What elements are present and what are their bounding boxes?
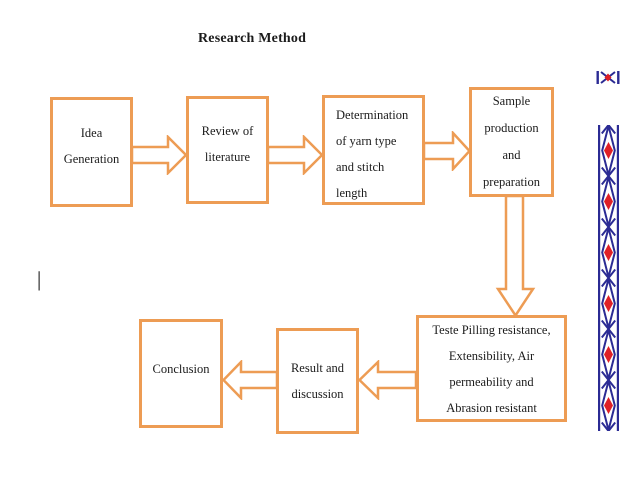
arrow-right-icon[interactable] (267, 135, 324, 175)
flow-box-review-of-literature[interactable]: Review of literature (186, 96, 269, 204)
page-border-art-right (598, 125, 619, 431)
flow-box-conclusion[interactable]: Conclusion (139, 319, 223, 428)
text-cursor: | (37, 267, 42, 291)
arrow-down-icon[interactable] (495, 195, 536, 317)
flow-box-sample-production[interactable]: Sample production and preparation (469, 87, 554, 197)
flow-box-result-discussion[interactable]: Result and discussion (276, 328, 359, 434)
flow-box-idea-generation[interactable]: Idea Generation (50, 97, 133, 207)
arrow-left-icon[interactable] (357, 360, 417, 400)
flow-box-determination-yarn-stitch[interactable]: Determination of yarn type and stitch le… (322, 95, 425, 205)
arrow-left-icon[interactable] (221, 360, 278, 400)
arrow-right-icon[interactable] (131, 135, 188, 175)
page-border-art-top-icon (596, 71, 620, 84)
page-title: Research Method (198, 31, 307, 46)
arrow-right-icon[interactable] (423, 131, 471, 171)
flow-box-testing[interactable]: Teste Pilling resistance, Extensibility,… (416, 315, 567, 422)
